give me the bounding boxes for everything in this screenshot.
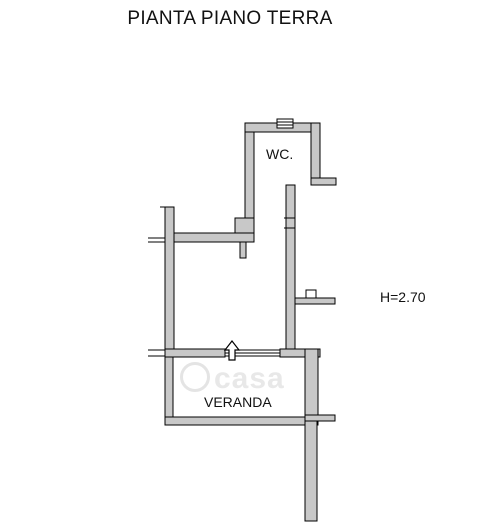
veranda-right-wall <box>304 348 319 426</box>
lower-right-wall <box>304 414 336 422</box>
room-top-stub <box>239 241 247 259</box>
doorway-marks <box>284 185 295 229</box>
room-top-wall <box>171 232 255 243</box>
veranda-bottom-wall <box>164 416 306 426</box>
veranda-left-wall <box>164 356 174 426</box>
right-wall-lower <box>294 297 336 305</box>
room-label-veranda: VERANDA <box>204 394 272 410</box>
lower-right-vertical <box>304 420 318 522</box>
entrance-arrow-icon <box>223 340 241 361</box>
ceiling-height-note: H=2.70 <box>380 289 426 305</box>
adjacent-walls-left <box>148 206 172 357</box>
right-wall-upper <box>310 177 337 186</box>
wc-window <box>276 118 294 129</box>
watermark-logo-icon <box>180 362 210 393</box>
wc-left-wall <box>244 122 255 219</box>
room-left-wall <box>164 206 175 354</box>
right-wall-opening <box>305 289 317 299</box>
watermark-text: casa <box>214 362 285 395</box>
room-label-wc: WC. <box>266 146 294 162</box>
central-right-wall <box>285 184 296 354</box>
plan-title: PIANTA PIANO TERRA <box>127 8 333 29</box>
watermark: casa <box>180 362 285 396</box>
room-top-step <box>234 217 255 234</box>
veranda-top-wall-left <box>164 348 226 358</box>
wc-right-wall <box>310 122 321 184</box>
